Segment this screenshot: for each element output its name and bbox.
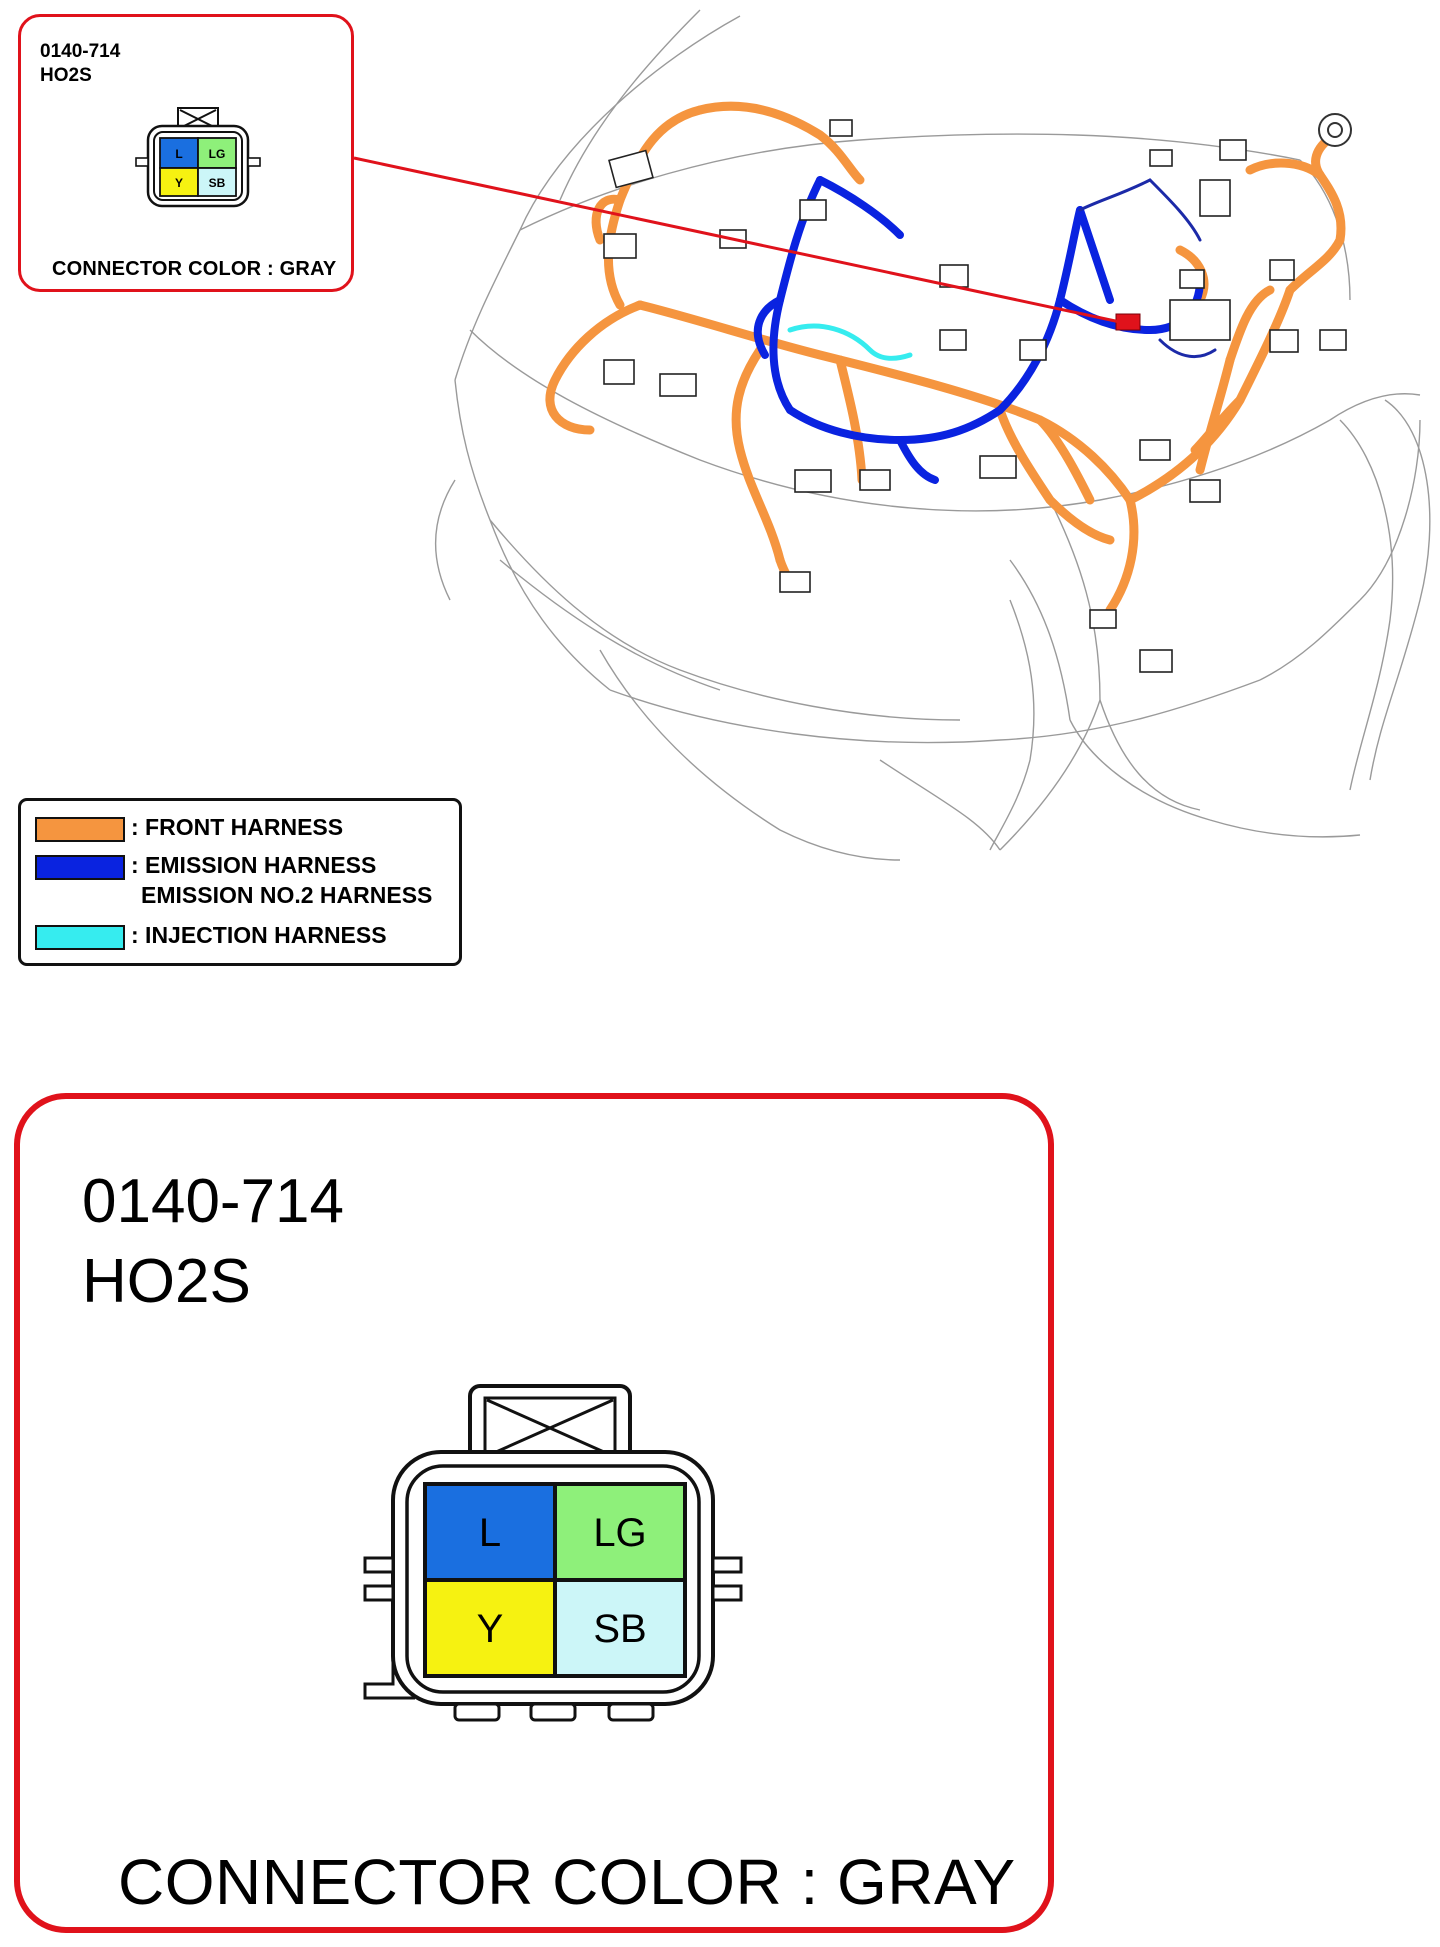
- harness-connectors: [603, 119, 1347, 673]
- pin-sb: [553, 1578, 687, 1678]
- pin-sb-small: [197, 167, 237, 197]
- pin-label-sb: SB: [593, 1607, 646, 1651]
- car-body-outline: [434, 9, 1431, 861]
- leader-line: [353, 156, 1121, 324]
- legend-label-emission: : EMISSION HARNESS: [131, 852, 377, 878]
- connector-detail-title: 0140-714 HO2S: [82, 1162, 344, 1322]
- pin-lg: [553, 1482, 687, 1582]
- harness-legend: : FRONT HARNESS : EMISSION HARNESS EMISS…: [18, 798, 462, 966]
- connector-callout-small: [18, 14, 354, 292]
- emission-harness-path: [753, 176, 1204, 484]
- front-harness-path: [545, 101, 1346, 615]
- pin-label-lg-small: LG: [209, 147, 226, 161]
- pin-label-l-small: L: [175, 147, 182, 161]
- legend-label-emission-no2: EMISSION NO.2 HARNESS: [141, 882, 433, 908]
- connector-code-large: 0140-714: [82, 1167, 345, 1236]
- grommet: [1318, 113, 1352, 147]
- connector-name-small: HO2S: [40, 65, 92, 86]
- connector-face-large: L LG Y SB: [363, 1384, 743, 1722]
- pin-label-y-small: Y: [175, 176, 183, 190]
- legend-label-front: : FRONT HARNESS: [131, 814, 344, 840]
- pin-l: [423, 1482, 557, 1582]
- legend-swatch-emission: [35, 855, 125, 880]
- pin-label-lg: LG: [593, 1511, 646, 1555]
- connector-face-small: L LG Y SB: [135, 107, 261, 208]
- pin-label-l: L: [479, 1511, 501, 1555]
- legend-label-injection: : INJECTION HARNESS: [131, 922, 387, 948]
- connector-detail-large: [14, 1093, 1054, 1933]
- injection-harness-path: [787, 323, 913, 361]
- legend-swatch-front: [35, 817, 125, 842]
- pin-y: [423, 1578, 557, 1678]
- connector-callout-small-title: 0140-714 HO2S: [40, 40, 120, 88]
- pin-label-y: Y: [477, 1607, 504, 1651]
- connector-name-large: HO2S: [82, 1247, 251, 1316]
- connector-color-small: CONNECTOR COLOR : GRAY: [52, 258, 337, 280]
- connector-code-small: 0140-714: [40, 41, 121, 62]
- legend-swatch-injection: [35, 925, 125, 950]
- pin-lg-small: [197, 137, 237, 169]
- emission-no2-harness-path: [1078, 178, 1217, 359]
- pin-label-sb-small: SB: [209, 176, 226, 190]
- connector-color-large: CONNECTOR COLOR : GRAY: [118, 1846, 1016, 1918]
